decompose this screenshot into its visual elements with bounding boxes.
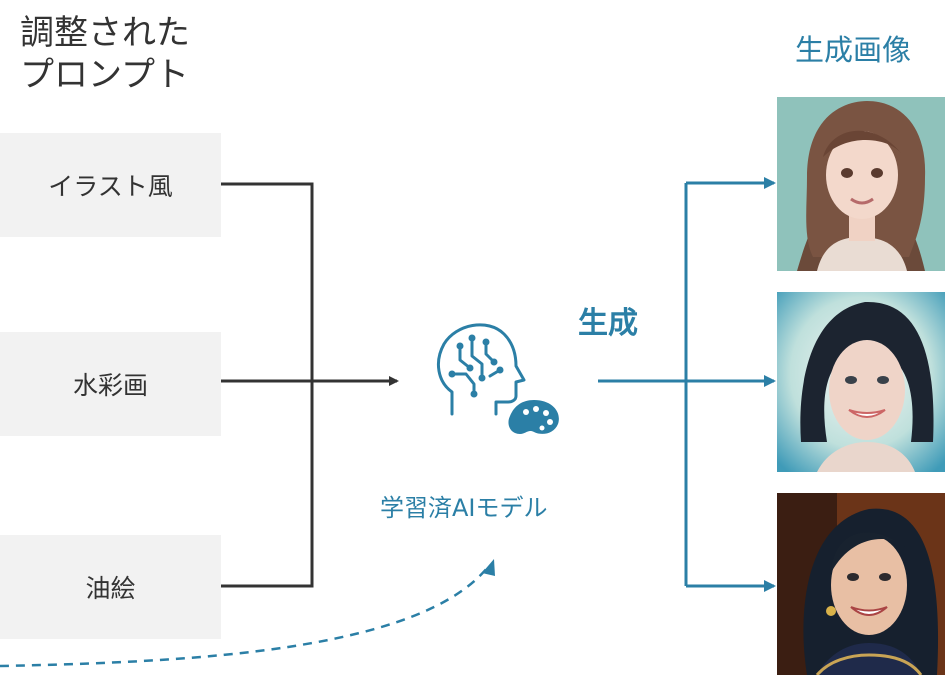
prompt-merge-lines <box>221 182 399 588</box>
trained-model-label: 学習済AIモデル <box>380 494 548 522</box>
prompts-heading-line2: プロンプト <box>20 55 189 95</box>
prompts-heading-line1: 調整された <box>20 13 190 53</box>
generate-label: 生成 <box>578 306 638 341</box>
output-image-oil-painting <box>777 493 945 675</box>
output-branch-lines <box>598 177 776 592</box>
output-image-illustration <box>777 97 945 271</box>
prompt-box-watercolor: 水彩画 <box>0 332 221 436</box>
generated-images-heading: 生成画像 <box>795 33 912 67</box>
ai-head-with-palette-icon <box>436 323 559 434</box>
prompts-heading: 調整された プロンプト <box>20 12 190 96</box>
prompt-box-oil: 油絵 <box>0 535 221 639</box>
output-image-watercolor <box>777 292 945 472</box>
feedback-dashed-arrow <box>0 566 489 668</box>
prompt-box-illustration: イラスト風 <box>0 133 221 237</box>
